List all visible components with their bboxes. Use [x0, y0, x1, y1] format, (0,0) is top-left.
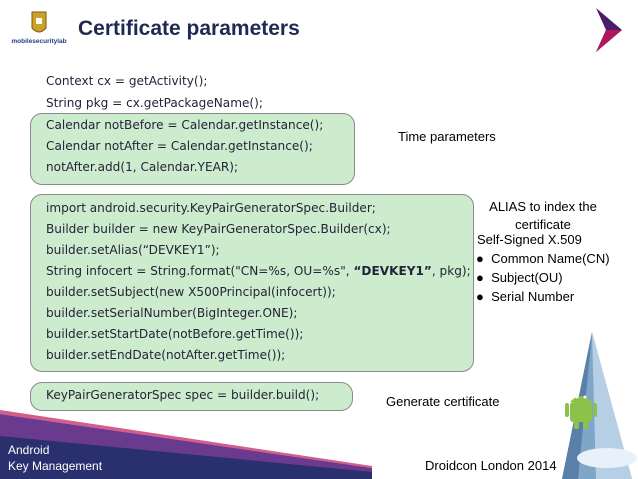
code-line-import: import android.security.KeyPairGenerator… — [46, 201, 376, 215]
footer-line-key-management: Key Management — [8, 459, 103, 473]
footer-event: Droidcon London 2014 — [425, 458, 557, 473]
chevron-right-icon — [596, 8, 622, 52]
bullet-subject: Subject(OU) — [491, 270, 563, 285]
code-line-set-start: builder.setStartDate(notBefore.getTime()… — [46, 327, 304, 341]
code-line-context: Context cx = getActivity(); — [46, 74, 208, 88]
logo-text: mobilesecuritylab — [11, 38, 67, 45]
footer-band — [0, 410, 372, 479]
code-line-notbefore: Calendar notBefore = Calendar.getInstanc… — [46, 118, 324, 132]
code-infocert-alias: “DEVKEY1” — [353, 264, 432, 278]
mobile-security-lab-logo: mobilesecuritylab — [8, 10, 70, 54]
builder-code-box — [30, 194, 474, 372]
code-line-set-subject: builder.setSubject(new X500Principal(inf… — [46, 285, 336, 299]
code-line-package: String pkg = cx.getPackageName(); — [46, 96, 263, 110]
build-code-box — [30, 382, 353, 411]
generate-certificate-note: Generate certificate — [386, 394, 500, 409]
time-parameters-note: Time parameters — [398, 129, 496, 144]
self-signed-note: Self-Signed X.509 — [477, 232, 582, 247]
code-line-set-end: builder.setEndDate(notAfter.getTime()); — [46, 348, 286, 362]
list-item: ● Subject(OU) — [476, 270, 563, 285]
footer-line-android: Android — [8, 443, 50, 457]
code-infocert-pre: String infocert = String.format("CN=%s, … — [46, 264, 354, 278]
code-line-notafter: Calendar notAfter = Calendar.getInstance… — [46, 139, 313, 153]
code-line-notafter-add: notAfter.add(1, Calendar.YEAR); — [46, 160, 239, 174]
certificate-fields-list: ● Common Name(CN) ● Subject(OU) ● Serial… — [476, 249, 610, 306]
list-item: ● Common Name(CN) — [476, 251, 610, 266]
code-line-set-alias: builder.setAlias(“DEVKEY1”); — [46, 243, 220, 257]
code-line-infocert: String infocert = String.format("CN=%s, … — [46, 264, 471, 278]
shard-tower-android-icon — [562, 332, 637, 479]
code-infocert-post: , pkg); — [431, 264, 471, 278]
time-code-box — [30, 113, 355, 185]
logo-badge-icon — [31, 11, 47, 33]
alias-note-line2: certificate — [515, 217, 571, 232]
alias-note-line1: ALIAS to index the — [489, 199, 597, 214]
code-line-build: KeyPairGeneratorSpec spec = builder.buil… — [46, 388, 320, 402]
code-line-builder-new: Builder builder = new KeyPairGeneratorSp… — [46, 222, 391, 236]
bullet-serial-number: Serial Number — [491, 289, 575, 304]
list-item: ● Serial Number — [476, 289, 575, 304]
bullet-common-name: Common Name(CN) — [491, 251, 610, 266]
slide-title: Certificate parameters — [78, 17, 300, 40]
code-line-set-serial: builder.setSerialNumber(BigInteger.ONE); — [46, 306, 298, 320]
footer-section: Android Key Management — [8, 442, 102, 474]
